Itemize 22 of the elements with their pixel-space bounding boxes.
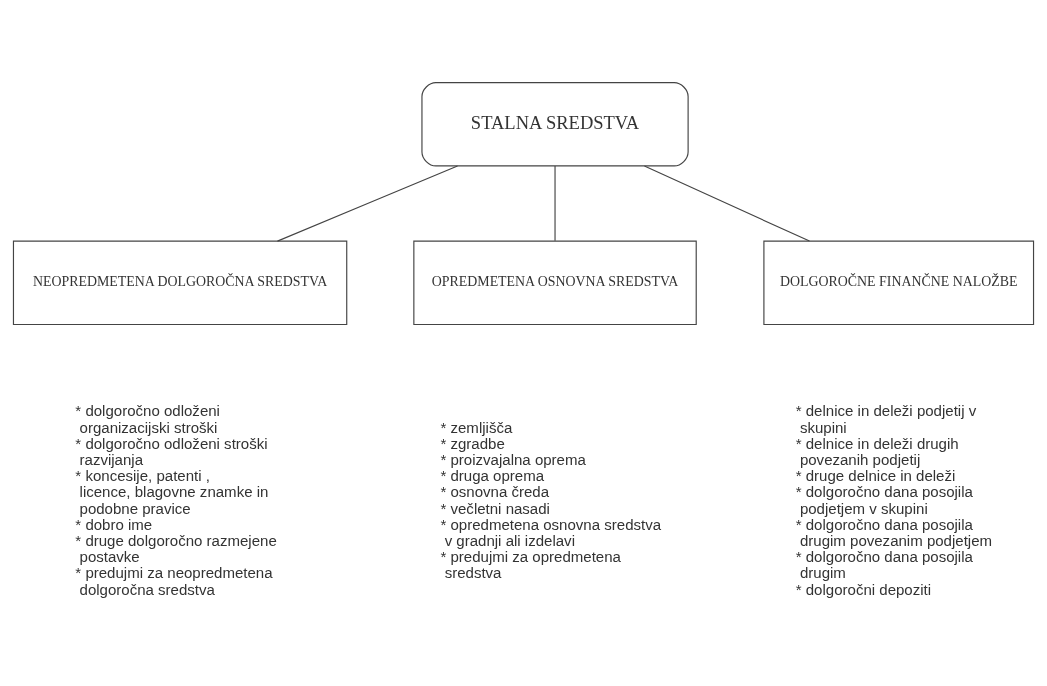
node-label: * dolgoročno dana posojila drugim — [795, 548, 973, 582]
node-box: DOLGOROČNE FINANČNE NALOŽBE — [763, 240, 1035, 326]
node-label: * dolgoročno dana posojila podjetjem v skupini — [795, 483, 973, 517]
node-label: * večletni nasadi — [440, 499, 550, 517]
node-label: * predujmi za opredmetena sredstva — [440, 548, 621, 582]
node-box: OPREDMETENA OSNOVNA SREDSTVA — [413, 240, 697, 326]
node-label: * opredmetena osnovna sredstva v gradnji ali izdelavi — [440, 515, 662, 549]
node-label: * druga oprema — [440, 467, 545, 485]
node-label: * koncesije, patenti , licence, blagovne znamke in podobne pravice — [75, 467, 269, 517]
node-label: * zemljišča — [440, 418, 513, 436]
connector — [554, 165, 556, 242]
connector — [643, 165, 811, 242]
connector — [276, 165, 459, 242]
node-label: * druge dolgoročno razmejene postavke — [75, 531, 277, 566]
node-label: * osnovna čreda — [440, 483, 550, 501]
node-label: * druge delnice in deleži — [795, 467, 956, 485]
node-label: * dolgoročno odloženi organizacijski stroški — [75, 402, 220, 436]
node-label: * predujmi za neopredmetena dolgoročna sredstva — [75, 564, 273, 598]
node-box: NEOPREDMETENA DOLGOROČNA SREDSTVA — [12, 240, 348, 326]
node-box: STALNA SREDSTVA — [421, 82, 689, 167]
node-label: * delnice in deleži podjetij v skupini — [795, 402, 977, 436]
node-label: * dolgoročni depoziti — [795, 580, 932, 598]
